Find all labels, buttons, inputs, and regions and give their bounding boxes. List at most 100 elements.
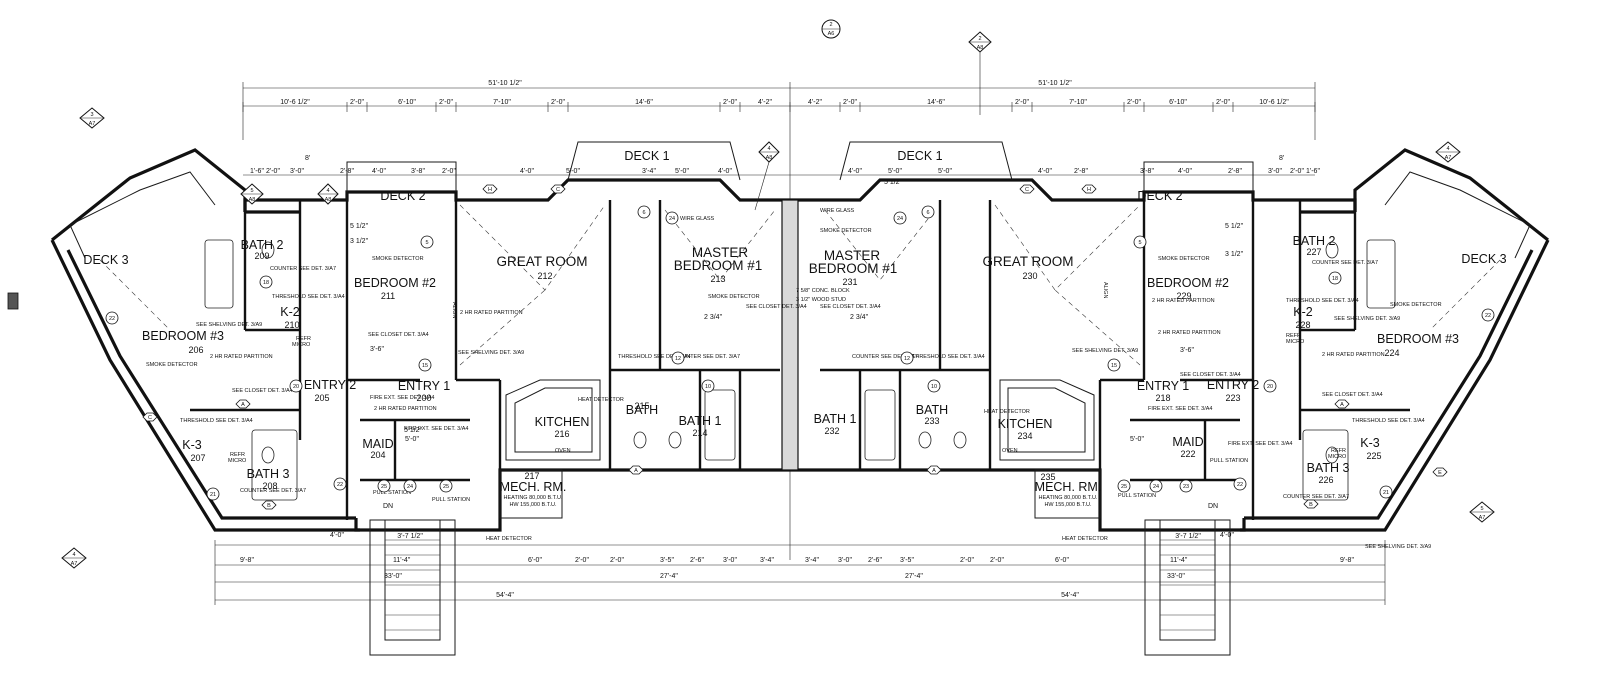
room-entry1-218[interactable]: ENTRY 1 218 bbox=[1137, 379, 1189, 403]
door-tag[interactable]: 21 bbox=[1379, 485, 1393, 499]
door-tag[interactable]: 10 bbox=[927, 379, 941, 393]
door-tag[interactable]: 15 bbox=[1107, 358, 1121, 372]
door-tag[interactable]: 5 bbox=[1133, 235, 1147, 249]
door-tag[interactable]: 22 bbox=[105, 311, 119, 325]
room-kitchen-216[interactable]: KITCHEN 216 bbox=[535, 415, 590, 439]
door-tag[interactable]: 6 bbox=[637, 205, 651, 219]
room-bedroom2-229[interactable]: BEDROOM #2 229 bbox=[1147, 276, 1229, 301]
room-bath3-226[interactable]: BATH 3 226 bbox=[1307, 461, 1350, 485]
door-tag[interactable]: 25 bbox=[1117, 479, 1131, 493]
door-tag[interactable]: 6 bbox=[921, 205, 935, 219]
dim-label: 2'-0" bbox=[442, 168, 456, 175]
door-tag[interactable]: 20 bbox=[1263, 379, 1277, 393]
window-tag-letter: C bbox=[148, 415, 152, 421]
window-tag[interactable]: B bbox=[1303, 499, 1319, 509]
window-tag[interactable]: C bbox=[142, 412, 158, 422]
room-great-room-212[interactable]: GREAT ROOM 212 bbox=[496, 254, 587, 281]
door-tag[interactable]: 25 bbox=[377, 479, 391, 493]
door-tag[interactable]: 25 bbox=[439, 479, 453, 493]
section-tag-5-a7[interactable]: 5 A7 bbox=[1469, 501, 1495, 523]
stairs-left[interactable]: DN 3'-7 1/2" 11'-4" bbox=[369, 503, 456, 656]
section-tag-4-a7-bottom[interactable]: 4 A7 bbox=[61, 547, 87, 569]
room-bath1-214[interactable]: BATH 1 214 bbox=[679, 414, 722, 438]
door-tag[interactable]: 24 bbox=[403, 479, 417, 493]
room-maid-204[interactable]: MAID 204 bbox=[362, 437, 393, 460]
door-tag[interactable]: 22 bbox=[333, 477, 347, 491]
room-great-room-230[interactable]: GREAT ROOM 230 bbox=[982, 254, 1073, 281]
sheet-marker bbox=[7, 292, 19, 310]
window-tag[interactable]: B bbox=[261, 500, 277, 510]
room-name: MAID bbox=[1172, 435, 1203, 449]
window-tag[interactable]: A bbox=[628, 465, 644, 475]
window-tag[interactable]: A bbox=[1334, 399, 1350, 409]
room-number: 228 bbox=[1295, 320, 1310, 330]
section-tag-2-a6[interactable]: 2 A6 bbox=[821, 19, 841, 39]
window-tag[interactable]: C bbox=[1019, 184, 1035, 194]
section-tag-3-a7[interactable]: 3 A7 bbox=[79, 107, 105, 129]
room-bedroom2-211[interactable]: BEDROOM #2 211 bbox=[354, 276, 436, 301]
section-tag-2-a8[interactable]: 2 A8 bbox=[968, 31, 992, 115]
room-kitchen-234[interactable]: KITCHEN 234 bbox=[998, 417, 1053, 441]
door-tag[interactable]: 20 bbox=[289, 379, 303, 393]
door-tag[interactable]: 5 bbox=[420, 235, 434, 249]
section-tag-4-a8-left[interactable]: 4 A8 bbox=[317, 183, 339, 205]
room-k2-228[interactable]: K-2 228 bbox=[1293, 305, 1313, 330]
room-k2-210[interactable]: K-2 210 bbox=[280, 305, 300, 330]
door-tag[interactable]: 24 bbox=[1149, 479, 1163, 493]
room-bedroom3-206[interactable]: BEDROOM #3 206 bbox=[142, 329, 224, 355]
section-tag-4-a8-mid[interactable]: 4 A8 bbox=[754, 141, 780, 211]
room-entry2-205[interactable]: ENTRY 2 205 bbox=[304, 378, 356, 403]
room-bath-215[interactable]: BATH 215 bbox=[626, 401, 658, 417]
align-note: ALIGN bbox=[451, 302, 457, 319]
room-master-bedroom-213[interactable]: MASTER BEDROOM #1 213 bbox=[674, 245, 763, 284]
section-tag-4-a7-right[interactable]: 4 A7 bbox=[1435, 141, 1461, 163]
room-maid-222[interactable]: MAID 222 bbox=[1172, 435, 1203, 459]
shelving-note: SEE SHELVING DET. 3/A9 bbox=[1072, 348, 1138, 354]
room-bath3-208[interactable]: BATH 3 208 bbox=[247, 467, 290, 491]
partition-note: 2 HR RATED PARTITION bbox=[1322, 352, 1385, 358]
room-k3-225[interactable]: K-3 225 bbox=[1360, 436, 1381, 461]
door-tag[interactable]: 22 bbox=[1233, 477, 1247, 491]
exterior-walls bbox=[50, 148, 1550, 532]
room-bedroom3-224[interactable]: BEDROOM #3 224 bbox=[1377, 332, 1459, 358]
door-tag[interactable]: 22 bbox=[1481, 308, 1495, 322]
window-tag[interactable]: E bbox=[1432, 467, 1448, 477]
room-name: BEDROOM #2 bbox=[354, 276, 436, 290]
door-tag[interactable]: 24 bbox=[893, 211, 907, 225]
door-tag[interactable]: 12 bbox=[900, 351, 914, 365]
room-name: ENTRY 2 bbox=[304, 378, 356, 392]
room-bath2-209[interactable]: BATH 2 209 bbox=[241, 238, 284, 261]
door-tag[interactable]: 18 bbox=[259, 275, 273, 289]
room-entry2-223[interactable]: ENTRY 2 223 bbox=[1207, 378, 1259, 403]
overall-dim-left: 51'-10 1/2" bbox=[488, 80, 522, 87]
window-tag[interactable]: C bbox=[550, 184, 566, 194]
stair-length-label: 11'-4" bbox=[1170, 557, 1188, 564]
window-tag[interactable]: H bbox=[482, 184, 498, 194]
door-tag[interactable]: 23 bbox=[1179, 479, 1193, 493]
door-tag[interactable]: 21 bbox=[206, 487, 220, 501]
room-bath2-227[interactable]: BATH 2 227 bbox=[1293, 234, 1336, 257]
window-tag-letter: E bbox=[1438, 470, 1442, 476]
door-tag[interactable]: 15 bbox=[418, 358, 432, 372]
room-master-bedroom-231[interactable]: MASTER BEDROOM #1 231 bbox=[809, 248, 898, 287]
room-name: ENTRY 1 bbox=[398, 379, 450, 393]
room-bath1-232[interactable]: BATH 1 232 bbox=[814, 412, 857, 436]
door-tag[interactable]: 12 bbox=[671, 351, 685, 365]
threshold-note: THRESHOLD SEE DET. 3/A4 bbox=[1352, 418, 1425, 424]
stairs-right[interactable]: DN 3'-7 1/2" 11'-4" bbox=[1144, 503, 1231, 656]
door-tag[interactable]: 18 bbox=[1328, 271, 1342, 285]
door-tag[interactable]: 24 bbox=[665, 211, 679, 225]
window-tag[interactable]: A bbox=[926, 465, 942, 475]
room-entry1-200[interactable]: ENTRY 1 200 bbox=[398, 379, 450, 403]
window-tag[interactable]: H bbox=[1081, 184, 1097, 194]
counter-note: COUNTER SEE DET. 3/A7 bbox=[270, 266, 336, 272]
room-k3-207[interactable]: K-3 207 bbox=[182, 438, 205, 463]
room-bath-233[interactable]: BATH 233 bbox=[916, 403, 948, 426]
overall-dim-right: 51'-10 1/2" bbox=[1038, 80, 1072, 87]
room-number: 209 bbox=[254, 251, 269, 261]
door-tag[interactable]: 10 bbox=[701, 379, 715, 393]
room-mech-217[interactable]: 217 MECH. RM. HEATING 80,000 B.T.U. HW 1… bbox=[499, 469, 567, 519]
window-tag[interactable]: A bbox=[235, 399, 251, 409]
section-tag-5-a8[interactable]: 5 A8 bbox=[240, 183, 264, 205]
room-mech-235[interactable]: 235 MECH. RM. HEATING 80,000 B.T.U. HW 1… bbox=[1034, 469, 1102, 519]
